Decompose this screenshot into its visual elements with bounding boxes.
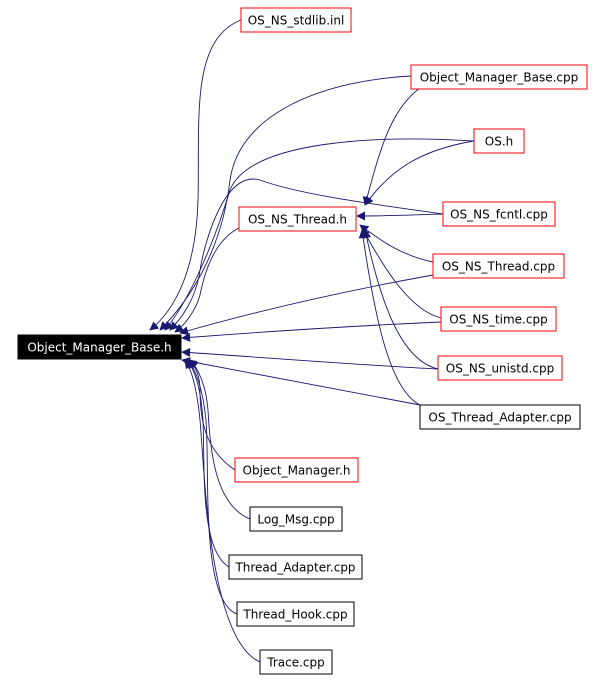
node-label: OS_NS_Thread.cpp	[442, 260, 555, 274]
node-os-ns-fcntl-cpp[interactable]: OS_NS_fcntl.cpp	[442, 201, 556, 227]
edge-time-to-threadh	[361, 227, 442, 319]
edge-osh-to-root	[164, 138, 475, 331]
edge-threadadapter-to-root	[186, 359, 230, 568]
node-label: Thread_Adapter.cpp	[234, 561, 355, 575]
node-label: Object_Manager_Base.h	[27, 341, 171, 355]
edge-threadhook-to-root	[187, 359, 238, 615]
edge-unistd-to-root	[181, 348, 439, 370]
node-label: OS_NS_fcntl.cpp	[450, 208, 548, 222]
node-os-ns-stdlib-inl[interactable]: OS_NS_stdlib.inl	[240, 7, 352, 33]
edge-fcntl-to-root	[169, 178, 444, 331]
node-label: OS_NS_unistd.cpp	[446, 362, 554, 376]
node-label: OS_NS_stdlib.inl	[248, 14, 345, 28]
node-label: Log_Msg.cpp	[257, 513, 334, 527]
edge-fcntl-to-threadh	[356, 211, 444, 221]
node-os-ns-thread-h[interactable]: OS_NS_Thread.h	[238, 206, 357, 232]
node-thread-adapter-cpp[interactable]: Thread_Adapter.cpp	[228, 554, 363, 580]
edge-stdlib-to-root	[149, 19, 242, 331]
node-object-manager-base-h[interactable]: Object_Manager_Base.h	[17, 334, 182, 360]
edge-time-to-root	[181, 321, 442, 342]
edge-osh-to-threadh	[364, 140, 475, 206]
edge-ombcpp-to-threadh	[362, 87, 421, 206]
node-label: OS_NS_Thread.h	[248, 213, 347, 227]
edge-logmsg-to-root	[189, 359, 251, 520]
node-thread-hook-cpp[interactable]: Thread_Hook.cpp	[236, 601, 355, 627]
edge-threadcpp-to-root	[179, 274, 434, 336]
edge-trace-to-root	[184, 359, 261, 663]
node-os-thread-adapter-cpp[interactable]: OS_Thread_Adapter.cpp	[419, 404, 581, 430]
node-label: Object_Manager.h	[243, 464, 351, 478]
nodes: Object_Manager_Base.h OS_NS_stdlib.inl O…	[17, 7, 588, 675]
node-label: Thread_Hook.cpp	[242, 608, 347, 622]
node-os-ns-time-cpp[interactable]: OS_NS_time.cpp	[440, 306, 557, 332]
node-os-h[interactable]: OS.h	[473, 128, 525, 154]
node-label: Object_Manager_Base.cpp	[420, 71, 579, 85]
edge-threadh-to-root	[174, 227, 240, 333]
node-trace-cpp[interactable]: Trace.cpp	[259, 649, 333, 675]
node-label: OS_NS_time.cpp	[449, 313, 547, 327]
edge-unistd-to-threadh	[362, 229, 439, 370]
node-object-manager-h[interactable]: Object_Manager.h	[234, 457, 359, 483]
node-label: OS_Thread_Adapter.cpp	[428, 411, 571, 425]
node-label: OS.h	[485, 135, 513, 149]
node-object-manager-base-cpp[interactable]: Object_Manager_Base.cpp	[410, 64, 588, 90]
edge-osthreadadapter-to-threadh	[358, 229, 421, 406]
node-log-msg-cpp[interactable]: Log_Msg.cpp	[249, 506, 343, 532]
edge-ombcpp-to-root	[159, 75, 412, 331]
edge-osthreadadapter-to-root	[181, 357, 421, 406]
node-os-ns-thread-cpp[interactable]: OS_NS_Thread.cpp	[432, 253, 565, 279]
node-os-ns-unistd-cpp[interactable]: OS_NS_unistd.cpp	[437, 355, 563, 381]
edges	[149, 19, 475, 663]
node-label: Trace.cpp	[266, 656, 324, 670]
